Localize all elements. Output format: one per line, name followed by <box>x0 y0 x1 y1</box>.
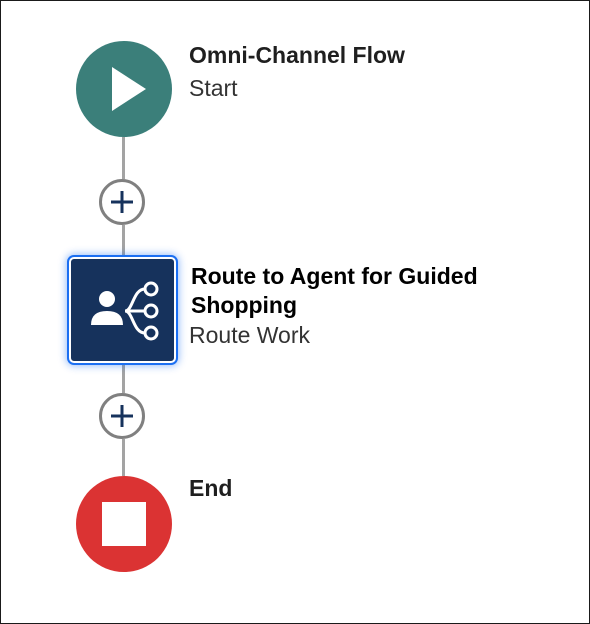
add-element-button[interactable] <box>99 393 145 439</box>
route-node-title-line2: Shopping <box>191 292 298 318</box>
add-element-button[interactable] <box>99 179 145 225</box>
start-node-title: Omni-Channel Flow <box>189 42 405 68</box>
play-icon <box>112 67 146 111</box>
start-node[interactable] <box>76 41 172 137</box>
end-node-title: End <box>189 475 233 501</box>
connector-add-to-route <box>122 225 125 257</box>
route-work-node[interactable] <box>69 257 176 363</box>
start-node-subtitle: Start <box>189 75 238 101</box>
connector-route-to-add <box>122 363 125 393</box>
route-work-icon <box>91 281 159 341</box>
route-node-subtitle: Route Work <box>189 322 311 348</box>
plus-icon <box>111 405 133 427</box>
plus-icon <box>111 191 133 213</box>
stop-icon <box>102 502 146 546</box>
route-node-title-line1: Route to Agent for Guided <box>191 263 478 289</box>
end-node[interactable] <box>76 476 172 572</box>
connector-add-to-end <box>122 439 125 476</box>
connector-start-to-add <box>122 137 125 179</box>
